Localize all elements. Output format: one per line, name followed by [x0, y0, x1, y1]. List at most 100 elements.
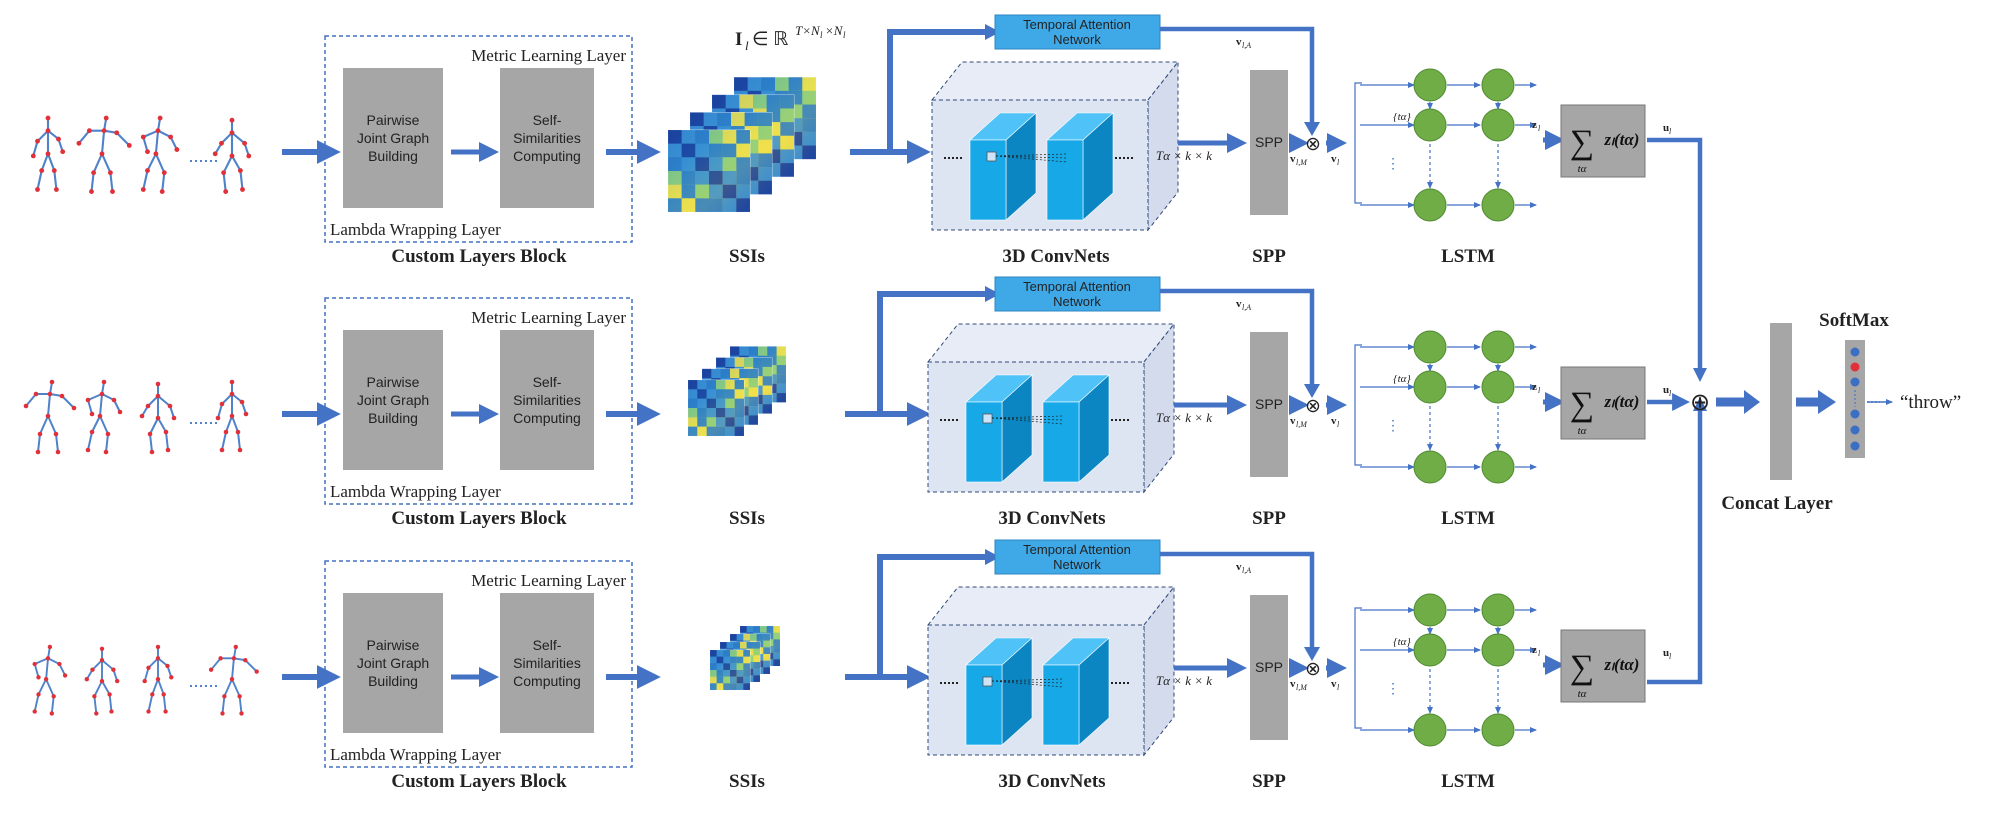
skeleton-bone: [47, 393, 51, 417]
skeleton-joint: [85, 447, 91, 453]
ssi-cell: [688, 389, 698, 399]
skeleton-bone: [99, 393, 103, 417]
skeleton-joint: [89, 429, 95, 435]
ssi-stack: [687, 346, 787, 437]
ssi-cell: [761, 77, 775, 91]
skeleton-joint: [114, 130, 120, 136]
skeleton-bone: [146, 153, 157, 172]
attention-box: [994, 276, 1161, 312]
attention-output-arrowhead: [1304, 647, 1320, 661]
softmax-unit: [1850, 425, 1860, 435]
v-l-label-base: v: [1331, 678, 1337, 690]
skeleton-joint: [243, 411, 249, 417]
attention-line: Network: [1053, 294, 1101, 309]
conv-cube-2: [1046, 112, 1114, 221]
lambda-wrapping-label: Lambda Wrapping Layer: [330, 482, 501, 501]
skeleton-joint: [235, 429, 241, 435]
spp-box: [1250, 70, 1288, 215]
ssi-cell: [739, 368, 749, 379]
ssi-cell: [758, 167, 772, 181]
ssi-cell: [716, 683, 724, 690]
conv-output-dims: Tα × k × k: [1156, 410, 1212, 425]
u-l-label-base: u: [1663, 384, 1669, 396]
pairwise-line: Pairwise: [367, 637, 420, 653]
ssi-cell: [758, 346, 768, 356]
ssi-cell: [762, 376, 772, 386]
concat-layer-bar: [1770, 323, 1792, 480]
ssi-cell: [725, 408, 735, 418]
lstm-node: [1413, 713, 1447, 747]
ssi-cell: [753, 655, 760, 662]
skeleton-joint: [90, 667, 95, 672]
sum-symbol: ∑: [1570, 649, 1594, 686]
ssi-cell: [725, 426, 735, 436]
skeleton-joint: [153, 151, 159, 157]
ssi-cell: [716, 650, 724, 657]
ssi-cell: [695, 198, 709, 212]
ssi-matrix: [709, 649, 751, 691]
skeleton-bone: [101, 680, 111, 695]
ssi-cell: [690, 112, 704, 127]
lstm-t-alpha: {tα}: [1393, 111, 1411, 123]
skeleton-joint: [43, 677, 49, 682]
skeleton-joint: [89, 189, 94, 195]
conv-cube-2: [1042, 637, 1110, 746]
skeleton-bone: [87, 393, 103, 401]
skeleton-bone: [143, 667, 150, 682]
softmax-caption: SoftMax: [1819, 310, 1889, 331]
otimes-symbol: ⊗: [1305, 396, 1321, 417]
lstm-node: [1481, 188, 1515, 222]
skeleton-joint: [174, 147, 180, 153]
oplus-symbol: ⊕: [1690, 390, 1710, 416]
ssi-cell: [744, 357, 754, 367]
sum-box-bg: [1560, 629, 1646, 703]
skeleton-bone: [100, 130, 106, 154]
ssi-cell: [716, 408, 726, 418]
formula-sup-sub2: l: [843, 30, 846, 40]
ssi-cell: [730, 346, 740, 356]
conv-box-top: [930, 61, 1180, 101]
skeleton-bone: [222, 155, 233, 174]
skeleton-joint: [219, 140, 224, 146]
ssi-cell: [681, 184, 696, 199]
skeleton-bone: [154, 153, 166, 174]
ssi-cell: [762, 404, 772, 414]
skeleton-joint: [47, 644, 53, 650]
skeleton-figure: [85, 379, 123, 455]
attention-output-line: [1160, 551, 1315, 651]
ssi-cell: [734, 408, 744, 418]
ssi-cell: [697, 408, 707, 418]
cube-front: [1042, 401, 1080, 483]
ssi-cell: [681, 198, 696, 212]
ssi-matrix: [687, 379, 745, 437]
formula-in: ∈ ℝ: [752, 29, 788, 50]
skeleton-joint: [223, 189, 229, 195]
skeleton-joint: [33, 391, 39, 397]
v-motion-label-sub: l,M: [1296, 158, 1307, 167]
skeleton-joint: [242, 140, 248, 146]
lstm-block: {tα}⋮LSTM: [1354, 330, 1537, 529]
conv-cube-2: [1042, 374, 1110, 483]
skeleton-bone: [47, 153, 56, 171]
ssi-cell: [773, 626, 780, 633]
conv-kernel: [982, 413, 993, 424]
ssi-cell: [723, 676, 730, 684]
skeleton-joint: [171, 415, 177, 421]
lstm-node: [1481, 593, 1515, 627]
skeleton-bone: [90, 172, 95, 192]
ssi-cell: [722, 157, 737, 171]
skeleton-bone: [238, 696, 243, 714]
skeleton-joint: [219, 447, 225, 453]
skeleton-joint: [163, 429, 169, 435]
skeleton-joint: [107, 692, 112, 697]
skeleton-bone: [87, 399, 93, 415]
lambda-wrapping-label: Lambda Wrapping Layer: [330, 220, 501, 239]
ssi-cell: [709, 157, 723, 171]
skeleton-bone: [32, 140, 39, 157]
skeleton-joint: [84, 677, 89, 682]
ssi-cell: [763, 640, 770, 648]
skeleton-joint: [91, 170, 97, 176]
pairwise-box: [343, 330, 443, 470]
